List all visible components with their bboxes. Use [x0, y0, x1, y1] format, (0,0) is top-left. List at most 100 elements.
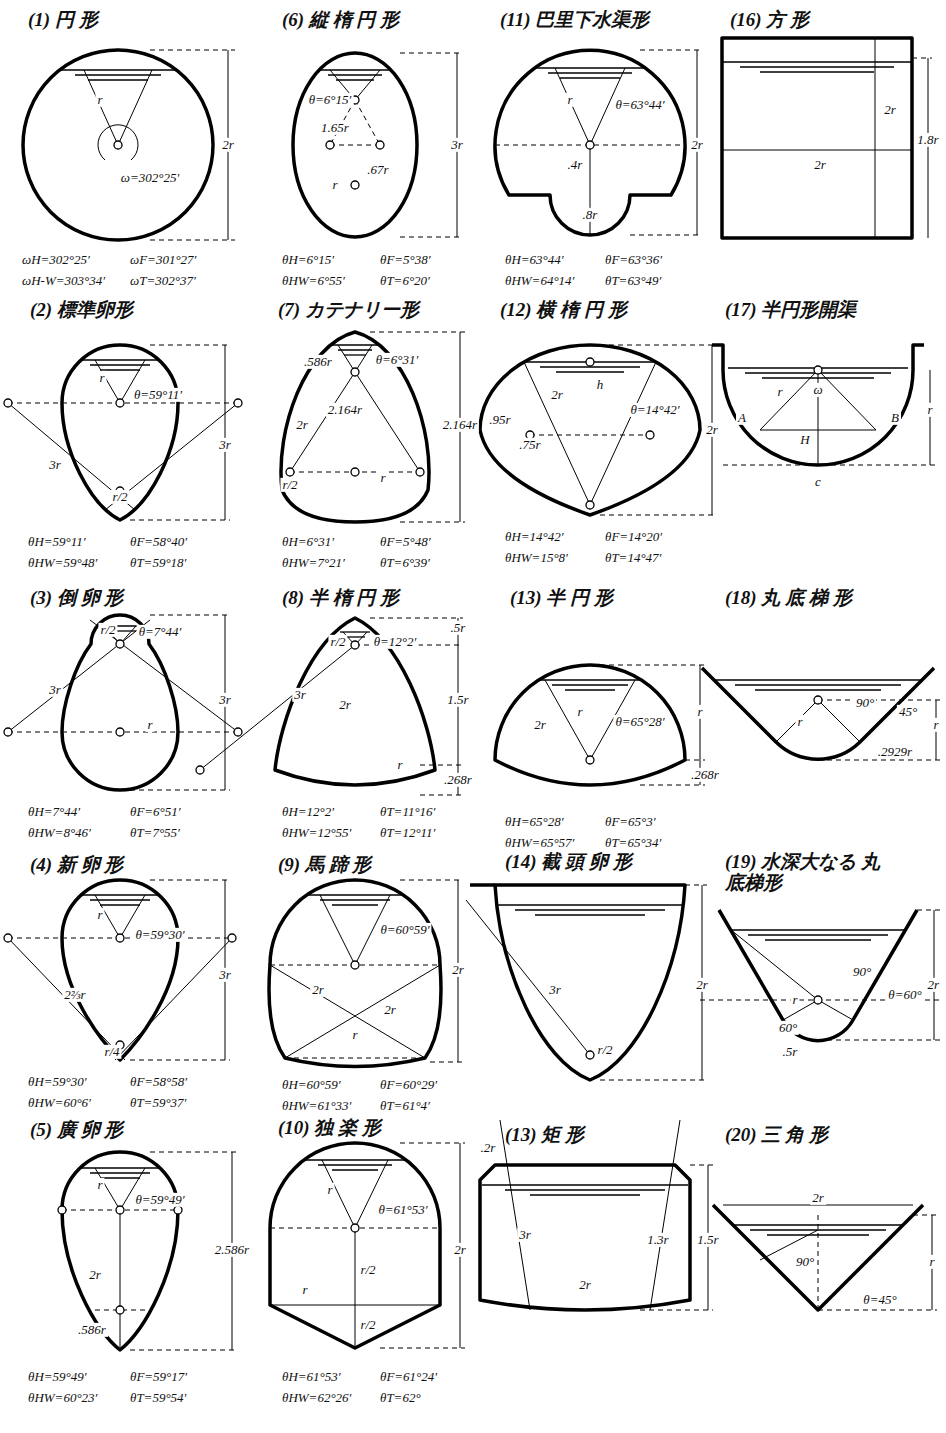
figure-title: (9) 馬 蹄 形	[278, 855, 371, 876]
dimension-label: θ=61°53′	[376, 1203, 429, 1217]
angle-value: θT=65°34′	[605, 836, 661, 850]
dimension-label: θ=14°42′	[628, 403, 681, 417]
figure-title: (16) 方 形	[730, 10, 809, 31]
angle-value: θF=63°36′	[605, 253, 662, 267]
dimension-label: r	[925, 403, 934, 417]
angle-value: θH=6°15′	[282, 253, 334, 267]
angle-value: θH=6°31′	[282, 535, 334, 549]
figure-title: (3) 倒 卵 形	[30, 588, 123, 609]
angle-value: θF=65°3′	[605, 815, 656, 829]
dimension-label: .268r	[689, 768, 721, 782]
angle-value: θT=6°39′	[380, 556, 430, 570]
figure-title: (5) 廣 卵 形	[30, 1120, 123, 1141]
angle-value: θH=7°44′	[28, 805, 80, 819]
angle-value: θF=59°17′	[130, 1370, 187, 1384]
dimension-label: .2929r	[876, 745, 914, 759]
figure-title: (11) 巴里下水渠形	[500, 10, 649, 31]
angle-value: θT=63°49′	[605, 274, 661, 288]
dimension-label: r	[350, 1028, 359, 1042]
dimension-label: 3r	[449, 138, 465, 152]
angle-value: θF=5°48′	[380, 535, 431, 549]
dimension-label: 3r	[292, 688, 308, 702]
angle-value: θT=59°54′	[130, 1391, 186, 1405]
angle-value: θHW=8°46′	[28, 826, 91, 840]
angle-value: θF=58°58′	[130, 1075, 187, 1089]
dimension-label: r/2	[280, 478, 299, 492]
dimension-label: 2r	[452, 1243, 468, 1257]
dimension-label: r	[378, 471, 387, 485]
dimension-label: r	[395, 758, 404, 772]
angle-value: θF=58°40′	[130, 535, 187, 549]
figure-title: (4) 新 卵 形	[30, 855, 123, 876]
dimension-label: θ=7°44′	[137, 625, 184, 639]
dimension-label: r	[145, 718, 154, 732]
angle-value: θT=7°55′	[130, 826, 180, 840]
dimension-label: θ=60°	[886, 988, 923, 1002]
dimension-label: θ=59°49′	[133, 1193, 186, 1207]
dimension-label: c	[813, 475, 823, 489]
dimension-label: .268r	[442, 773, 474, 787]
dimension-label: θ=63°44′	[613, 98, 666, 112]
figure-title: (2) 標準卵形	[30, 300, 133, 321]
angle-value: θH=59°11′	[28, 535, 86, 549]
dimension-label: θ=59°11′	[132, 388, 184, 402]
dimension-label: 2r	[689, 138, 705, 152]
dimension-label: r	[695, 705, 704, 719]
dimension-label: 2r	[382, 1003, 398, 1017]
dimension-label: 2⅔r	[62, 988, 87, 1002]
angle-value: ωH=302°25′	[22, 253, 90, 267]
dimension-label: θ=65°28′	[613, 715, 666, 729]
dimension-label: B	[889, 411, 901, 425]
dimension-label: θ=45°	[861, 1293, 898, 1307]
dimension-label: .8r	[581, 208, 600, 222]
dimension-label: r	[300, 1283, 309, 1297]
angle-value: θT=62°	[380, 1391, 421, 1405]
dimension-label: θ=6°31′	[374, 353, 421, 367]
dimension-label: r/2	[110, 490, 129, 504]
dimension-label: .4r	[566, 158, 585, 172]
dimension-label: 60°	[777, 1021, 799, 1035]
angle-value: θH=65°28′	[505, 815, 564, 829]
angle-value: ωT=302°37′	[130, 274, 196, 288]
angle-value: θT=59°18′	[130, 556, 186, 570]
dimension-label: r/2	[358, 1318, 377, 1332]
dimension-label: 3r	[47, 458, 63, 472]
angle-value: θHW=12°55′	[282, 826, 351, 840]
dimension-label: r	[565, 93, 574, 107]
figure-title: (18) 丸 底 梯 形	[725, 588, 852, 609]
angle-value: θHW=15°8′	[505, 551, 568, 565]
figure-title: (14) 截 頭 卵 形	[505, 852, 632, 873]
figure-title: (6) 縦 楕 円 形	[282, 10, 399, 31]
dimension-label: 3r	[217, 693, 233, 707]
dimension-label: r	[775, 385, 784, 399]
dimension-label: r/2	[595, 1043, 614, 1057]
dimension-label: r	[575, 705, 584, 719]
angle-value: θH=12°2′	[282, 805, 334, 819]
dimension-label: r	[330, 178, 339, 192]
dimension-label: .75r	[517, 438, 542, 452]
dimension-label: θ=6°15′	[307, 93, 354, 107]
angle-value: θF=60°29′	[380, 1078, 437, 1092]
angle-value: θF=6°51′	[130, 805, 181, 819]
figure-title: (8) 半 楕 円 形	[282, 588, 399, 609]
dimension-label: 1.65r	[319, 121, 351, 135]
dimension-label: 45°	[897, 705, 919, 719]
angle-value: θF=5°38′	[380, 253, 431, 267]
dimension-label: .2r	[479, 1141, 498, 1155]
dimension-label: θ=12°2′	[372, 635, 419, 649]
dimension-label: 2r	[549, 388, 565, 402]
angle-value: θH=61°53′	[282, 1370, 341, 1384]
dimension-label: r	[790, 993, 799, 1007]
dimension-label: r/2	[98, 623, 117, 637]
dimension-label: 2r	[532, 718, 548, 732]
angle-value: θHW=61°33′	[282, 1099, 351, 1113]
dimension-label: 2r	[810, 1191, 826, 1205]
dimension-label: 2r	[882, 103, 898, 117]
dimension-label: 2r	[310, 983, 326, 997]
dimension-label: .586r	[302, 355, 334, 369]
dimension-label: 2r	[294, 418, 310, 432]
dimension-label: 2.164r	[326, 403, 364, 417]
dimension-label: θ=59°30′	[133, 928, 186, 942]
angle-value: θH=14°42′	[505, 530, 564, 544]
